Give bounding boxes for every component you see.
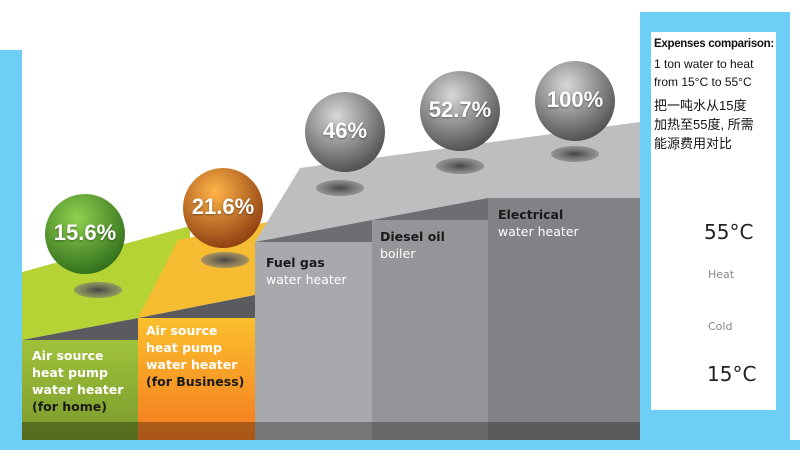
bar-air-home <box>22 340 138 440</box>
orange-top <box>138 222 268 318</box>
ball-air-home <box>45 194 125 274</box>
subtitle-cn-line: 能源费用对比 <box>654 136 733 151</box>
heat-label: Heat <box>708 268 735 281</box>
bar-diesel <box>372 220 488 440</box>
legend-text: Expenses comparison: 1 ton water to heat… <box>654 37 775 153</box>
bar-electrical <box>488 198 640 440</box>
chart-subtitle-cn: 把一吨水从15度 加热至55度, 所需 能源费用对比 <box>654 96 775 153</box>
ball-diesel <box>420 71 500 151</box>
hot-temp: 55°C <box>704 220 754 244</box>
ball-shadow <box>74 282 122 298</box>
chart-subtitle: 1 ton water to heat from 15°C to 55°C <box>654 57 754 89</box>
value-label: 15.6% <box>53 220 117 245</box>
ball-shadow <box>436 158 484 174</box>
ball-electrical <box>535 61 615 141</box>
bar-air-business <box>138 318 255 440</box>
value-label: 52.7% <box>428 97 492 122</box>
subtitle-cn-line: 把一吨水从15度 <box>654 98 747 113</box>
cold-label: Cold <box>708 320 733 333</box>
subtitle-cn-line: 加热至55度, 所需 <box>654 117 754 132</box>
green-wedge <box>22 318 138 340</box>
ball-shadow <box>316 180 364 196</box>
ball-shadow <box>551 146 599 162</box>
bar-fuel-gas <box>255 242 372 440</box>
value-label: 21.6% <box>191 194 255 219</box>
ball-fuel-gas <box>305 92 385 172</box>
frame-bottom <box>0 440 800 450</box>
legend-panel: Expenses comparison: 1 ton water to heat… <box>651 32 776 410</box>
orange-wedge <box>138 295 255 318</box>
base-shadow <box>22 422 640 440</box>
ball-shadow <box>201 252 249 268</box>
value-label: 100% <box>546 87 604 112</box>
category-label-air-home: Air source heat pump water heater (for h… <box>32 348 124 414</box>
frame-left <box>0 50 22 450</box>
gray-wedge-1 <box>255 220 372 242</box>
gray-wedge-2 <box>372 198 488 220</box>
value-label: 46% <box>322 118 368 143</box>
cold-temp: 15°C <box>707 362 757 386</box>
ball-air-business <box>183 168 263 248</box>
category-label-air-business: Air source heat pump water heater (for B… <box>146 323 245 389</box>
chart-title: Expenses comparison: <box>654 38 774 50</box>
gray-top <box>255 122 640 242</box>
